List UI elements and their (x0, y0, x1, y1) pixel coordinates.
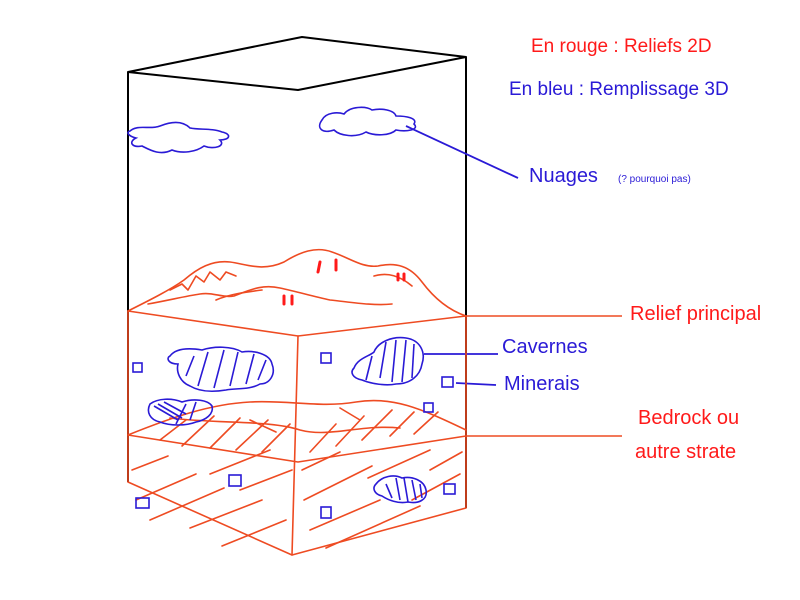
label-clouds: Nuages (529, 165, 598, 187)
front-edge (291, 335, 299, 556)
legend-blue: En bleu : Remplissage 3D (509, 79, 729, 100)
clouds (127, 106, 417, 154)
main-relief-line (127, 310, 467, 337)
cloud-right (318, 106, 417, 137)
reliefs (127, 248, 467, 556)
cave-bottom (373, 475, 428, 504)
minerals-leader (455, 382, 497, 386)
bedrock-hatching (159, 407, 439, 453)
cave-mid-stripes (365, 339, 415, 383)
cave-large-left (167, 346, 275, 392)
label-clouds-note: (? pourquoi pas) (618, 174, 691, 185)
label-bedrock-line2: autre strate (635, 441, 737, 463)
caves (147, 336, 428, 504)
bedrock-surface (127, 434, 467, 463)
main-relief-mountains (127, 248, 467, 317)
cloud-left (127, 121, 230, 154)
red-leader-lines (466, 315, 622, 437)
minerals (132, 352, 456, 519)
mineral-square (320, 352, 332, 364)
label-bedrock-line1: Bedrock ou (638, 407, 740, 429)
clouds-leader (405, 125, 519, 179)
mineral-square (443, 483, 456, 495)
mineral-square (132, 362, 143, 373)
mineral-square (135, 497, 150, 509)
cave-bottom-stripes (385, 477, 423, 503)
relief-marks (282, 258, 406, 306)
relief-ridge-small (215, 289, 263, 301)
cave-small-stripes (153, 401, 197, 425)
label-minerals: Minerais (504, 373, 580, 395)
cave-small-left (147, 398, 214, 426)
mineral-square (228, 474, 242, 487)
cave-mid (351, 336, 424, 386)
block-outline (127, 36, 467, 508)
cave-left-stripes (185, 349, 267, 389)
mineral-square (423, 402, 434, 413)
mineral-square (320, 506, 332, 519)
label-caves: Cavernes (502, 336, 588, 358)
lower-strata-hatching (131, 449, 463, 549)
relief-ridge-back (169, 271, 237, 291)
blue-leader-lines (405, 125, 519, 386)
legend-red: En rouge : Reliefs 2D (531, 36, 712, 57)
relief-ridge-front (147, 285, 393, 306)
mineral-square (441, 376, 454, 388)
label-main-relief: Relief principal (630, 303, 762, 325)
